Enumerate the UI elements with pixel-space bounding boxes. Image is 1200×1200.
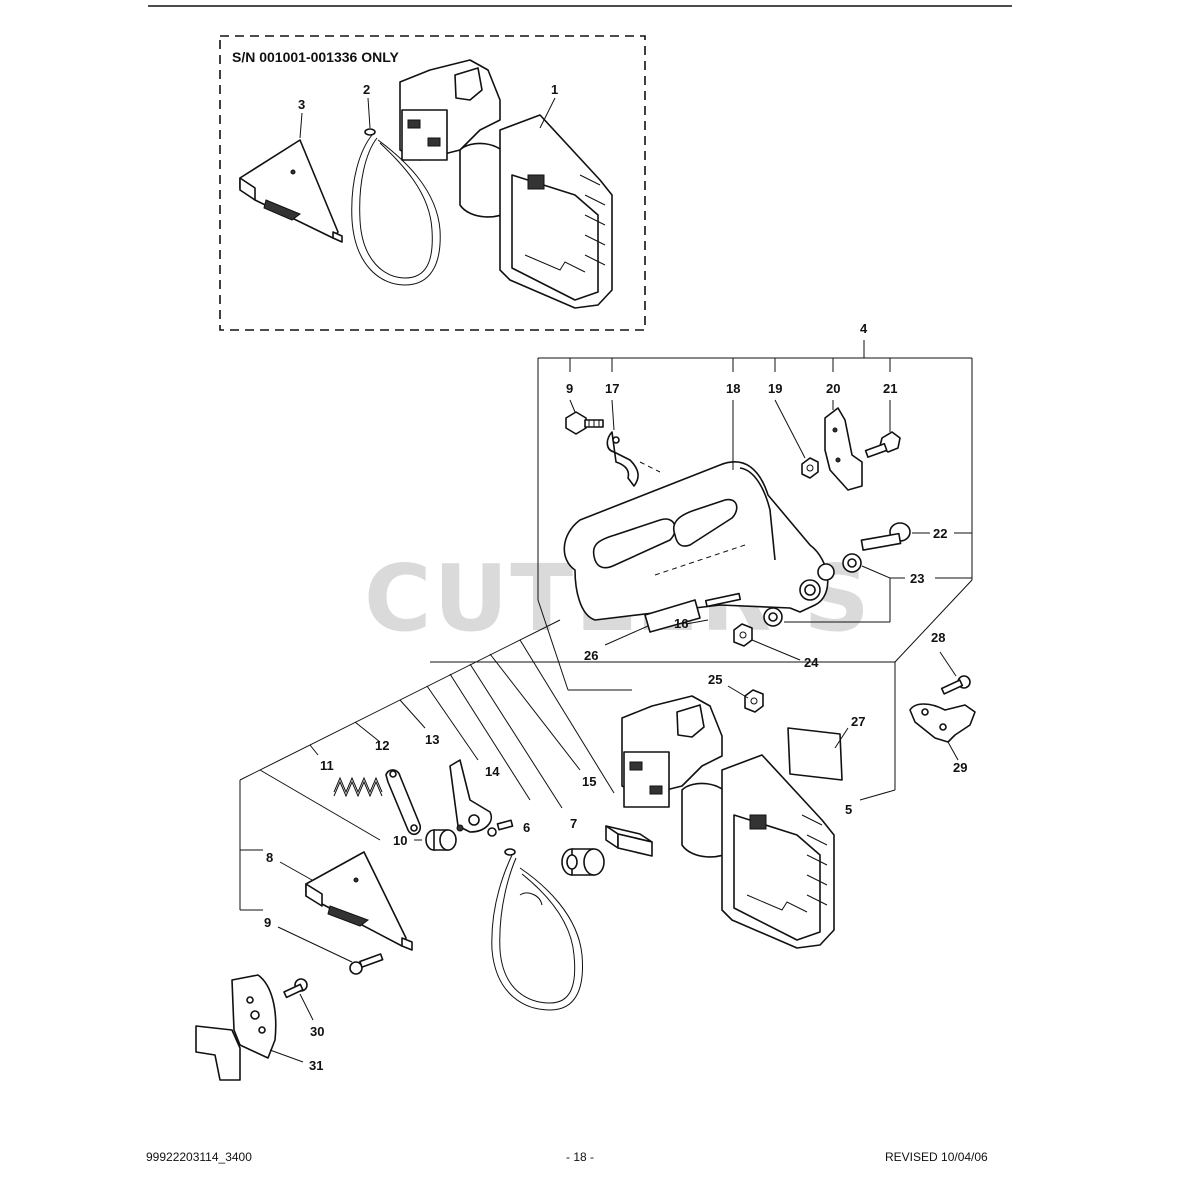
label-leaders [269, 399, 972, 1063]
part-22-bolt [860, 522, 911, 551]
part-24-nut [733, 623, 753, 647]
label-5: 5 [845, 802, 852, 817]
label-26: 26 [584, 648, 598, 663]
part-20-spike [824, 407, 863, 491]
part-9-screw-bottom [349, 953, 384, 975]
label-22: 22 [933, 526, 947, 541]
label-30: 30 [310, 1024, 324, 1039]
part-8-guard-plate [305, 851, 413, 951]
label-29: 29 [953, 760, 967, 775]
part-11-spring [333, 776, 383, 798]
part-10-collar [425, 829, 457, 851]
inset-title: S/N 001001-001336 ONLY [232, 49, 399, 65]
part-12-lever [385, 769, 422, 836]
label-28: 28 [931, 630, 945, 645]
part-15-felt [605, 825, 653, 857]
label-1: 1 [551, 82, 558, 97]
label-19: 19 [768, 381, 782, 396]
label-4: 4 [860, 321, 868, 336]
part-29-catcher [909, 703, 976, 743]
part-6-brake-band [491, 848, 584, 1011]
label-15: 15 [582, 774, 596, 789]
part-28-screw [940, 675, 971, 695]
footer-part-number: 99922203114_3400 [146, 1150, 252, 1164]
label-10: 10 [393, 833, 407, 848]
leader-2 [367, 97, 371, 129]
part-labels: 1 2 3 4 5 6 7 8 9 9 10 11 12 13 14 15 16… [264, 82, 967, 1073]
label-20: 20 [826, 381, 840, 396]
inset-box [219, 35, 646, 331]
assembly-4-bracket [537, 340, 973, 691]
footer-page-number: - 18 - [566, 1150, 595, 1164]
label-9-bottom: 9 [264, 915, 271, 930]
label-8: 8 [266, 850, 273, 865]
label-9-top: 9 [566, 381, 573, 396]
part-2-brake-band [351, 128, 441, 286]
label-7: 7 [570, 816, 577, 831]
label-11: 11 [320, 758, 334, 773]
part-1-clutch-cover [399, 59, 613, 309]
part-7-drum [561, 848, 605, 876]
part-18-guard-bar [563, 461, 835, 621]
part-27-label [787, 727, 843, 781]
label-23: 23 [910, 571, 924, 586]
part-21-screw [864, 431, 901, 458]
label-16: 16 [674, 616, 688, 631]
leader-1 [539, 97, 556, 129]
part-30-screw [283, 978, 308, 999]
part-9-bolt-top [565, 411, 604, 435]
part-14-pin [487, 819, 514, 837]
label-25: 25 [708, 672, 722, 687]
label-31: 31 [309, 1058, 323, 1073]
label-24: 24 [804, 655, 819, 670]
part-19-nut [801, 457, 819, 479]
part-13-brake-lever [449, 759, 492, 833]
label-3: 3 [298, 97, 305, 112]
part-23-washer [763, 553, 862, 627]
label-18: 18 [726, 381, 740, 396]
label-6: 6 [523, 820, 530, 835]
label-17: 17 [605, 381, 619, 396]
part-3-guard-plate [239, 139, 343, 243]
part-25-nut [744, 689, 764, 713]
part-26-label [644, 599, 701, 633]
label-21: 21 [883, 381, 897, 396]
leader-3 [299, 112, 303, 139]
part-17-hook [606, 431, 661, 487]
label-27: 27 [851, 714, 865, 729]
label-14: 14 [485, 764, 500, 779]
part-31-plate [195, 974, 277, 1081]
part-5-clutch-cover [621, 695, 835, 949]
branch-leaders [259, 639, 615, 841]
part-16-pin [704, 592, 742, 608]
label-12: 12 [375, 738, 389, 753]
footer-revised-date: REVISED 10/04/06 [885, 1150, 988, 1164]
label-2: 2 [363, 82, 370, 97]
label-13: 13 [425, 732, 439, 747]
